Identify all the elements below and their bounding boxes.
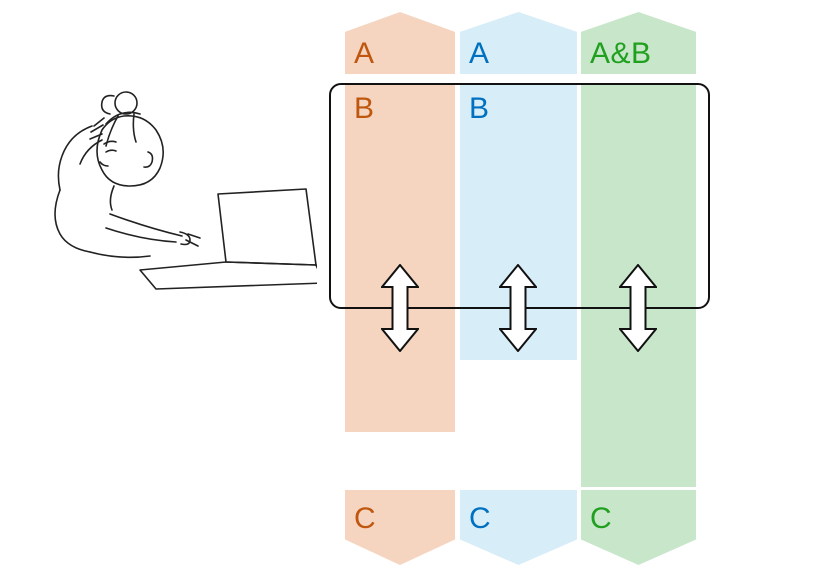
bottom-banner-green: C — [581, 490, 696, 565]
bottom-banner-green-label: C — [590, 502, 613, 535]
top-banner-orange: A — [345, 12, 455, 74]
column-blue-inner-label: B — [469, 92, 490, 125]
double-arrow-icon — [619, 264, 657, 352]
bottom-banner-orange: C — [345, 490, 455, 565]
top-banner-blue: A — [460, 12, 577, 74]
bottom-banner-orange-label: C — [354, 502, 377, 535]
top-banner-green-label: A&B — [590, 37, 652, 70]
top-banner-green: A&B — [581, 12, 696, 74]
bottom-banner-blue-label: C — [469, 502, 492, 535]
top-banner-blue-label: A — [469, 37, 490, 70]
double-arrow-icon — [499, 264, 537, 352]
top-banner-orange-label: A — [354, 37, 375, 70]
double-arrow-icon — [381, 264, 419, 352]
column-body-orange: B — [345, 85, 455, 432]
bottom-banner-blue: C — [460, 490, 577, 565]
person-laptop-illustration — [54, 91, 317, 290]
column-orange-inner-label: B — [354, 92, 375, 125]
